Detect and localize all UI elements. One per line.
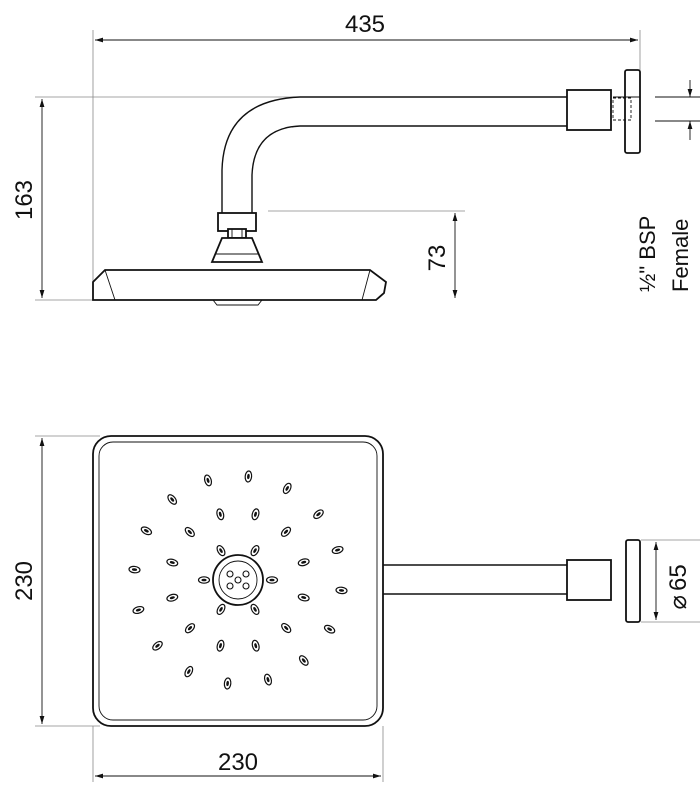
dimension-label-435: 435 bbox=[345, 11, 385, 38]
nozzle bbox=[216, 603, 226, 616]
shower-arm-outer bbox=[221, 96, 567, 215]
nozzle bbox=[216, 639, 225, 652]
nozzle bbox=[166, 558, 179, 567]
dimension-label-163: 163 bbox=[11, 180, 38, 220]
center-nozzle bbox=[242, 570, 250, 578]
nozzle bbox=[323, 624, 336, 634]
nozzle bbox=[132, 605, 145, 615]
dimension-label-73: 73 bbox=[424, 245, 451, 272]
head-bevel-left bbox=[104, 269, 116, 301]
wall-connector-top bbox=[566, 559, 612, 601]
head-bevel-right bbox=[361, 269, 371, 301]
nozzle bbox=[128, 565, 141, 574]
nozzle bbox=[184, 623, 196, 634]
dimension-label-230-vertical: 230 bbox=[11, 561, 38, 601]
ball-joint bbox=[227, 228, 247, 239]
nozzle bbox=[251, 508, 260, 521]
nozzle bbox=[184, 665, 194, 678]
nozzle bbox=[263, 673, 273, 686]
dimension-label-230-horizontal: 230 bbox=[218, 749, 258, 776]
nozzle bbox=[166, 593, 179, 602]
nozzle bbox=[250, 544, 260, 557]
wall-flange-top bbox=[625, 539, 641, 623]
nozzle bbox=[331, 545, 344, 555]
nozzle bbox=[251, 639, 260, 652]
dimension-label-65: 65 bbox=[665, 564, 692, 591]
nozzle bbox=[216, 508, 225, 521]
head-nozzle-center bbox=[212, 299, 263, 306]
nozzle bbox=[197, 576, 211, 584]
center-nozzle bbox=[226, 570, 234, 578]
nozzle bbox=[335, 586, 348, 595]
nozzle bbox=[140, 526, 153, 536]
center-nozzle bbox=[226, 582, 234, 590]
nozzle bbox=[265, 576, 279, 584]
wall-flange bbox=[624, 69, 641, 154]
shower-arm-inner bbox=[251, 125, 567, 215]
diameter-symbol: ⌀ bbox=[665, 595, 692, 609]
nozzle bbox=[313, 509, 324, 520]
center-ring-inner bbox=[218, 560, 258, 600]
dimension-label-65-group: ⌀ 65 bbox=[665, 564, 692, 609]
nozzle bbox=[244, 470, 253, 483]
connection-note-line1: ½" BSP bbox=[635, 216, 660, 292]
nozzle bbox=[297, 593, 310, 602]
nozzle bbox=[282, 482, 292, 495]
center-nozzle bbox=[234, 576, 242, 584]
nozzle bbox=[184, 526, 195, 538]
head-neck bbox=[210, 237, 264, 263]
nozzle bbox=[280, 526, 292, 537]
nozzle bbox=[152, 640, 163, 651]
shower-head-top-inner bbox=[98, 441, 378, 721]
connection-note-line2: Female bbox=[668, 219, 693, 292]
nozzle bbox=[216, 544, 226, 557]
nozzle bbox=[281, 622, 292, 634]
center-nozzle bbox=[242, 582, 250, 590]
nozzle bbox=[297, 558, 310, 567]
shower-head-side bbox=[92, 269, 387, 301]
wall-connector bbox=[566, 89, 612, 131]
nozzle bbox=[167, 494, 178, 505]
nozzle bbox=[298, 655, 309, 666]
nozzle bbox=[223, 677, 232, 690]
nozzle-group bbox=[128, 470, 348, 690]
nozzle bbox=[203, 474, 213, 487]
nozzle bbox=[250, 603, 260, 616]
top-view: ⌀ 65 230 230 bbox=[11, 435, 700, 782]
side-view: 435 163 73 ½" B bbox=[11, 11, 700, 306]
